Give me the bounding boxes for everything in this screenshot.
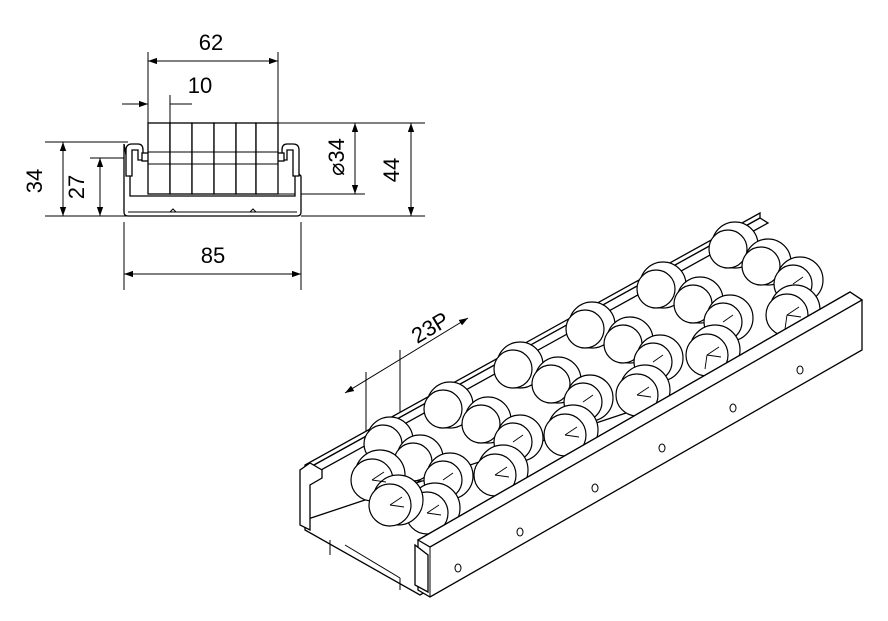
isometric-view: 23P	[299, 211, 864, 598]
front-view: 62 10 85 34 27 ⌀34 44	[22, 30, 425, 290]
dim-roller-diameter: ⌀34	[324, 138, 349, 176]
dim-rail-height: 34	[22, 169, 47, 193]
roller-wheels	[350, 221, 824, 535]
dim-rail-width: 85	[201, 243, 225, 268]
dim-roller-offset: 10	[188, 73, 212, 98]
dim-roller-width: 62	[199, 30, 223, 55]
dim-pitch: 23P	[407, 307, 453, 349]
dim-axle-height: 27	[64, 175, 89, 199]
dim-total-height: 44	[379, 158, 404, 182]
